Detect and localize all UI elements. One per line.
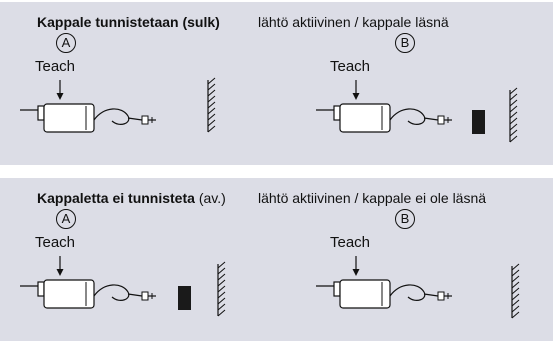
panel-title: Kappale tunnistetaan (sulk) — [37, 14, 220, 30]
target-object — [472, 110, 485, 134]
wall-icon — [509, 87, 518, 143]
panel-title-text: Kappaletta ei tunnisteta — [37, 190, 195, 206]
panel-object-detected: Kappale tunnistetaan (sulk) lähtö aktiiv… — [0, 2, 553, 165]
sensor-icon — [20, 103, 156, 133]
scene-letter-b: B — [395, 209, 415, 229]
teach-label: Teach — [35, 58, 76, 75]
scene-letter-a: A — [56, 209, 76, 229]
panel-description: lähtö aktiivinen / kappale läsnä — [258, 14, 449, 30]
teach-arrow — [352, 256, 360, 276]
sensor-icon — [316, 279, 452, 309]
wall-icon — [217, 261, 226, 317]
teach-arrow — [56, 256, 64, 276]
panel-illustration — [20, 77, 518, 143]
scene-b — [316, 80, 518, 143]
wall-icon — [207, 77, 216, 133]
scene-b — [316, 256, 520, 319]
teach-label: Teach — [330, 58, 371, 75]
sensor-icon — [20, 279, 156, 309]
panel-title-text: Kappale tunnistetaan (sulk) — [37, 14, 220, 30]
teach-label: Teach — [35, 234, 76, 251]
wall-icon — [511, 263, 520, 319]
scene-letter-a: A — [56, 33, 76, 53]
teach-arrow — [56, 80, 64, 100]
panel-title-mode: (av.) — [198, 190, 226, 206]
scene-a — [20, 77, 216, 133]
teach-label: Teach — [330, 234, 371, 251]
teach-arrow — [352, 80, 360, 100]
panel-illustration — [20, 256, 520, 319]
panel-description: lähtö aktiivinen / kappale ei ole läsnä — [258, 190, 487, 206]
target-object — [178, 286, 191, 310]
scene-a — [20, 256, 226, 317]
scene-letter-b: B — [395, 33, 415, 53]
panel-object-not-detected: Kappaletta ei tunnisteta (av.) lähtö akt… — [0, 178, 553, 341]
panel-title: Kappaletta ei tunnisteta (av.) — [37, 190, 226, 206]
sensor-icon — [316, 103, 452, 133]
